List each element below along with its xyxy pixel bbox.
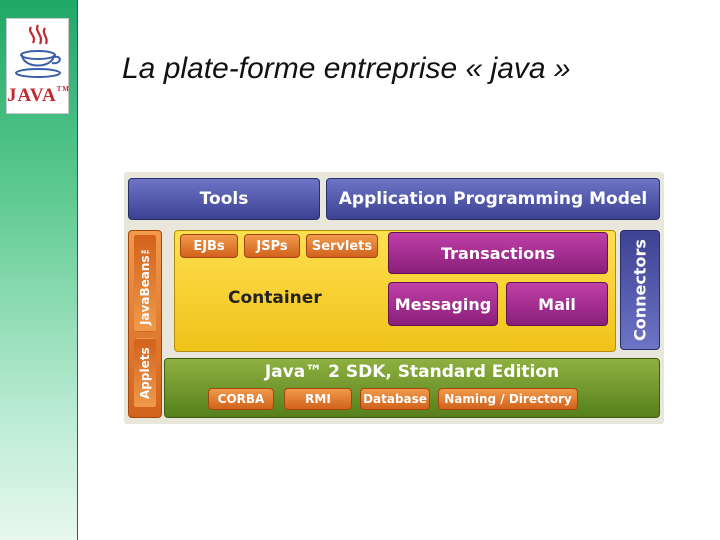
servlets-box: Servlets [306,234,378,258]
java-logo: JAVATM [6,18,69,114]
naming-box: Naming / Directory [438,388,578,410]
corba-box: CORBA [208,388,274,410]
transactions-box: Transactions [388,232,608,274]
connectors-box: Connectors [620,230,660,350]
rmi-box: RMI [284,388,352,410]
architecture-diagram: Tools Application Programming Model Java… [124,172,664,424]
side-bar: JAVATM [0,0,78,540]
jsps-box: JSPs [244,234,300,258]
javabeans-box: JavaBeans™ [134,234,156,332]
apm-box: Application Programming Model [326,178,660,220]
applets-box: Applets [134,338,156,408]
database-box: Database [360,388,430,410]
mail-box: Mail [506,282,608,326]
ejbs-box: EJBs [180,234,238,258]
coffee-cup-icon [15,24,61,78]
container-label: Container [228,288,322,308]
messaging-box: Messaging [388,282,498,326]
tools-box: Tools [128,178,320,220]
logo-text: JAVATM [7,85,71,106]
slide-title: La plate-forme entreprise « java » [122,52,571,85]
sdk-label: Java™ 2 SDK, Standard Edition [264,362,560,382]
